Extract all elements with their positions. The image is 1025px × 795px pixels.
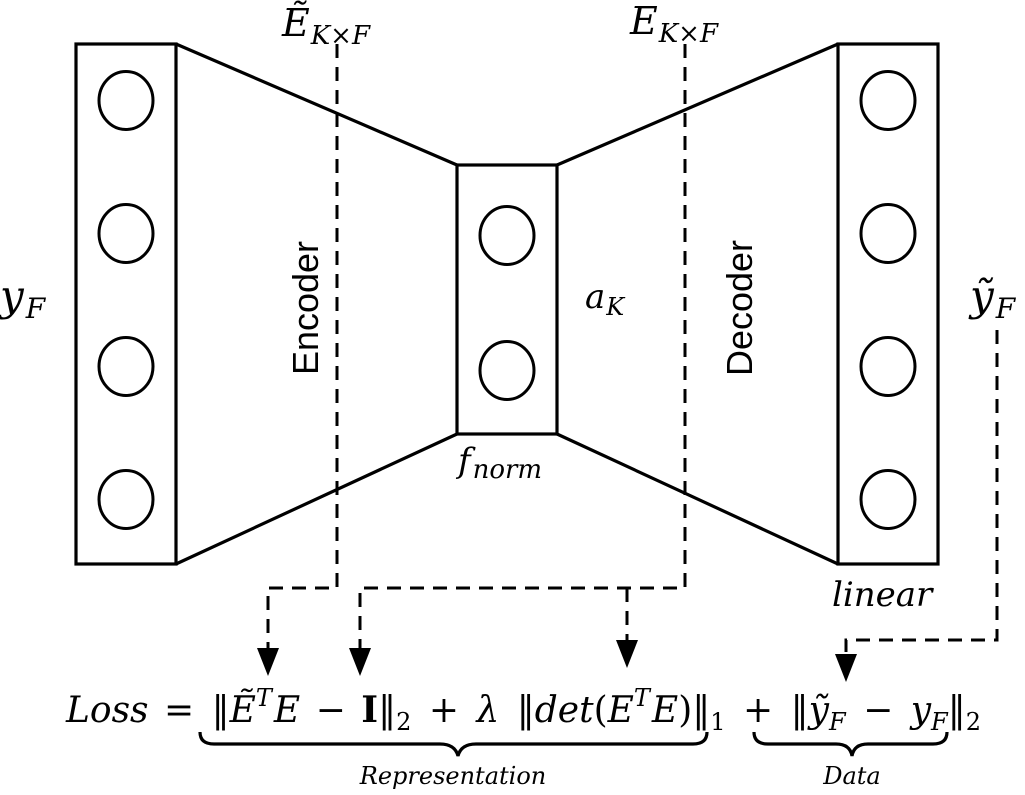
input-label: yF (0, 271, 47, 325)
encoder-block (175, 42, 458, 566)
output-node (859, 336, 917, 397)
output-connector (844, 330, 999, 652)
encoder-weight-label: ẼK×F (281, 1, 371, 51)
latent-layer (455, 163, 559, 436)
input-node (97, 70, 155, 131)
output-node (859, 469, 917, 530)
output-node (859, 70, 917, 131)
input-node (97, 469, 155, 530)
loss-equation: Loss = ‖ẼTE − I‖2 + λ ‖det(ETE)‖1 + ‖ỹF … (65, 684, 981, 739)
arrow-head-ytilde (835, 654, 857, 682)
norm-label: fnorm (455, 441, 542, 485)
output-node (859, 203, 917, 264)
linear-label: linear (832, 575, 934, 615)
latent-label: aK (585, 277, 626, 321)
latent-node (478, 340, 536, 401)
data-brace (752, 731, 949, 757)
input-layer (74, 42, 178, 566)
output-label: ỹF (968, 271, 1017, 325)
output-nodes (859, 70, 917, 530)
decoder-weight-connector (358, 44, 687, 652)
arrow-head-e-second (616, 640, 638, 668)
encoder-label: Encoder (285, 241, 326, 375)
arrow-head-etilde (257, 648, 279, 676)
input-node (97, 336, 155, 397)
representation-label: Representation (359, 762, 546, 790)
input-node (97, 203, 155, 264)
output-layer (836, 42, 940, 566)
decoder-block (556, 42, 839, 566)
decoder-label: Decoder (719, 240, 760, 376)
encoder-weight-connector (266, 44, 339, 652)
representation-brace (198, 731, 709, 757)
latent-nodes (478, 205, 536, 401)
latent-node (478, 205, 536, 266)
decoder-weight-label: EK×F (629, 0, 719, 49)
input-nodes (97, 70, 155, 530)
data-label: Data (822, 762, 881, 790)
arrow-head-e-first (349, 648, 371, 676)
